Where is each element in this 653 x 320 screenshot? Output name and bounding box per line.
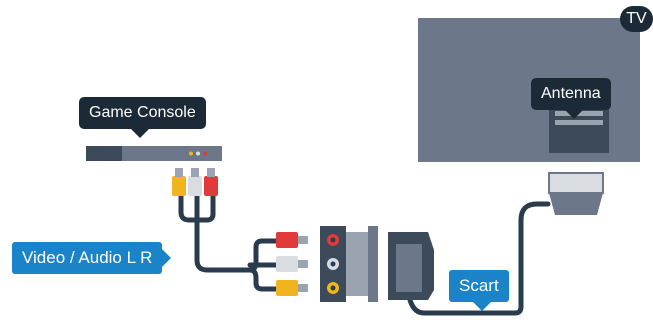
video-audio-label: Video / Audio L R	[22, 248, 153, 267]
scart-callout: Scart	[449, 270, 509, 311]
video-audio-callout: Video / Audio L R	[12, 242, 172, 274]
scart-plug-tv	[548, 172, 604, 215]
antenna-callout-pointer	[565, 110, 583, 119]
scart-adapter	[320, 226, 434, 302]
video-audio-callout-pointer	[162, 249, 172, 267]
tv-badge: TV	[620, 6, 653, 32]
scart-label: Scart	[459, 276, 499, 295]
game-console-label: Game Console	[89, 104, 196, 121]
antenna-label: Antenna	[541, 85, 601, 102]
game-console-callout: Game Console	[79, 97, 206, 138]
cable-bundle	[178, 193, 551, 316]
game-console	[86, 146, 222, 161]
rca-plugs-top	[172, 168, 218, 196]
antenna-callout: Antenna	[531, 78, 611, 119]
rca-plugs-side	[276, 232, 308, 296]
scart-callout-pointer	[473, 302, 491, 311]
game-console-callout-pointer	[131, 129, 149, 138]
